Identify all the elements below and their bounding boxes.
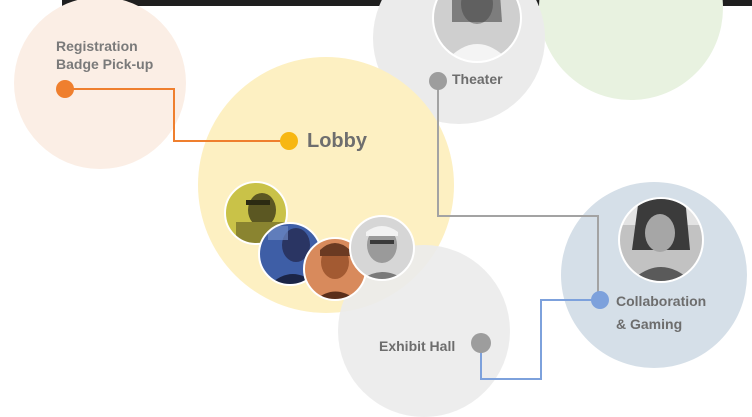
exhibit-hall-zone-circle[interactable]: [338, 245, 510, 417]
lobby-marker-dot[interactable]: [280, 132, 298, 150]
collaboration-label-line1: Collaboration: [616, 293, 707, 309]
theater-label[interactable]: Theater: [452, 71, 503, 87]
registration-label-line1: Registration: [56, 38, 138, 54]
theater-connector-line: [437, 81, 599, 300]
collaboration-marker-dot[interactable]: [591, 291, 609, 309]
attendee-photo-1-ring: [224, 181, 288, 245]
exhibit-connector-line: [480, 299, 598, 380]
attendee-photo-3: [304, 238, 366, 300]
collab-photo-ring: [618, 197, 704, 283]
registration-marker-dot[interactable]: [56, 80, 74, 98]
registration-label[interactable]: Registration Badge Pick-up: [56, 38, 153, 73]
attendee-photo-4-ring: [349, 215, 415, 281]
collaboration-speaker-photo: [619, 198, 703, 282]
collaboration-label[interactable]: Collaboration & Gaming: [616, 293, 706, 333]
theater-marker-dot[interactable]: [429, 72, 447, 90]
green-zone-circle: [539, 0, 723, 100]
registration-label-line2: Badge Pick-up: [56, 55, 154, 72]
lobby-label[interactable]: Lobby: [307, 130, 367, 152]
registration-connector-line: [65, 88, 289, 142]
exhibit-hall-marker-dot[interactable]: [471, 333, 491, 353]
theater-photo-ring: [432, 0, 522, 63]
exhibit-hall-label[interactable]: Exhibit Hall: [379, 338, 456, 354]
collaboration-label-line2: & Gaming: [616, 315, 683, 332]
attendee-photo-4: [350, 216, 414, 280]
registration-zone-circle[interactable]: [14, 0, 186, 169]
